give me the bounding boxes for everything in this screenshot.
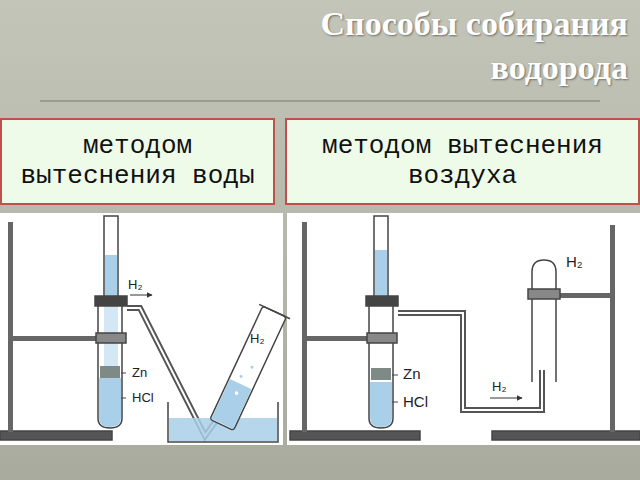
right-panel — [287, 213, 640, 445]
slide-title: Способы собирания водорода — [268, 2, 628, 90]
part-label: H₂ — [492, 380, 506, 393]
method-box: методом вытеснения воды — [0, 118, 275, 205]
part-label: H₂ — [128, 278, 142, 291]
part-label: Zn — [132, 366, 147, 379]
part-label: HCl — [132, 391, 154, 404]
part-label: H₂ — [250, 332, 264, 345]
part-label: H₂ — [566, 254, 583, 269]
left-apparatus — [0, 216, 290, 442]
left-panel — [0, 213, 283, 445]
right-apparatus — [290, 216, 640, 440]
part-label: Zn — [403, 366, 421, 381]
method-label: методом вытеснения воздуха — [287, 132, 638, 190]
title-rule — [40, 100, 600, 102]
part-label: HCl — [403, 394, 428, 409]
method-label: методом вытеснения воды — [2, 132, 273, 190]
method-box: методом вытеснения воздуха — [285, 118, 640, 205]
